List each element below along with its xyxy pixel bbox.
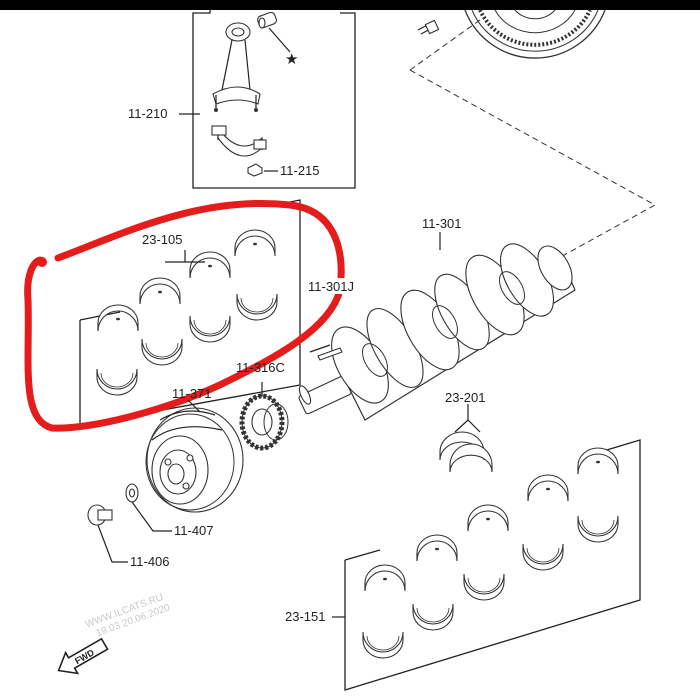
thrust-bearing	[439, 404, 493, 473]
crank-pulley	[145, 399, 244, 513]
leader-key	[309, 344, 331, 353]
leader-11-406	[97, 524, 128, 563]
pulley-bolt	[87, 504, 128, 563]
crankshaft	[298, 232, 576, 421]
flywheel	[464, 9, 606, 59]
label-11-316C: 11-316C	[236, 360, 285, 375]
leader-23-201	[454, 404, 481, 433]
key-label-bg	[306, 278, 346, 294]
label-23-105: 23-105	[142, 232, 182, 247]
label-11-406: 11-406	[130, 554, 170, 569]
rod-cap	[211, 125, 267, 157]
label-23-201: 23-201	[445, 390, 485, 405]
main-bearing-box	[79, 199, 301, 426]
fwd-arrow: FWD	[57, 637, 109, 675]
highlight-dot	[37, 257, 47, 267]
timing-sprocket	[239, 382, 289, 451]
rod-bearing-box	[332, 439, 641, 691]
leader-23-105	[165, 250, 205, 263]
top-bar	[0, 0, 700, 10]
conrod-box: ★	[179, 10, 356, 189]
label-11-215: 11-215	[280, 163, 320, 178]
rod-nut	[247, 163, 263, 177]
label-11-371: 11-371	[172, 386, 212, 401]
piston-pin	[257, 11, 277, 29]
label-11-301J: 11-301J	[308, 279, 354, 294]
label-11-407: 11-407	[174, 523, 214, 538]
leader-11-407	[131, 501, 172, 532]
label-11-210: 11-210	[128, 106, 168, 121]
connecting-rod	[212, 22, 261, 112]
star-marker: ★	[285, 51, 298, 68]
flywheel-bolt	[417, 19, 440, 35]
watermark: WWW.ILCATS.RU 19.03 20.06.2020	[84, 592, 172, 639]
label-11-301: 11-301	[422, 216, 462, 231]
leader-11-371	[187, 399, 201, 413]
crank-key	[317, 347, 343, 361]
highlight-outline	[24, 199, 345, 432]
label-23-151: 23-151	[285, 609, 325, 624]
flywheel-leader	[409, 19, 657, 261]
rod-bearing-shells	[362, 447, 619, 659]
pulley-washer	[125, 483, 172, 532]
